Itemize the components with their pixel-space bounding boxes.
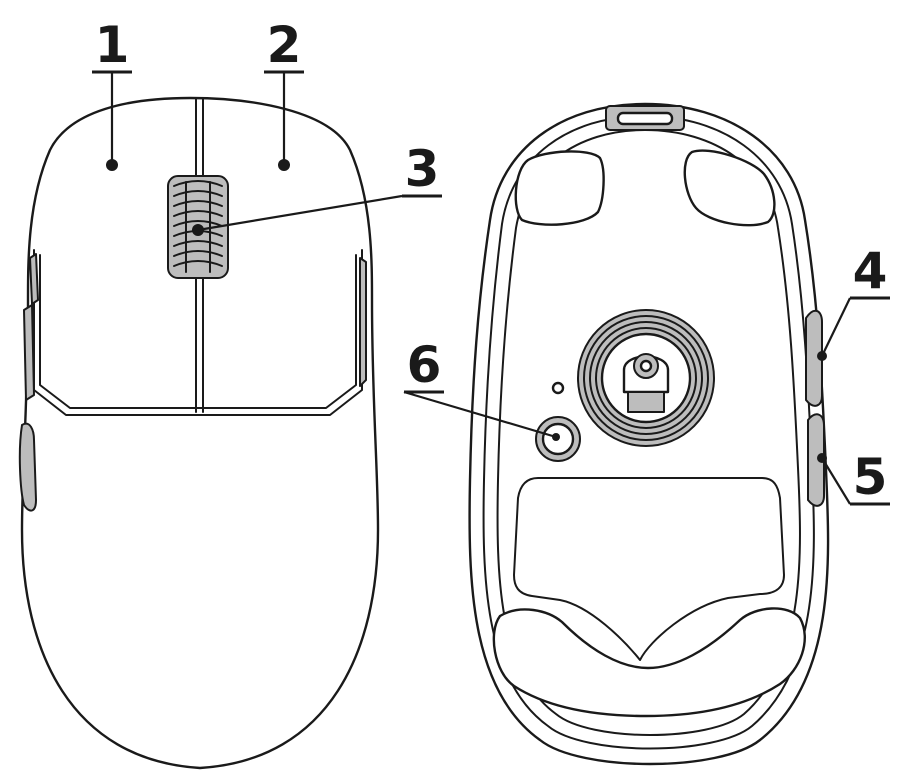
status-led [551, 381, 565, 395]
callout-5-label: 5 [853, 448, 888, 506]
side-button-forward [805, 309, 823, 407]
callout-1-label: 1 [95, 16, 130, 74]
callout-4: 4 [821, 242, 890, 357]
callout-6-leader [403, 390, 557, 439]
callout-2-label: 2 [267, 16, 302, 74]
callout-3: 3 [197, 140, 442, 232]
mouse-top-left-side-button [18, 422, 37, 512]
rear-center-pad [513, 477, 785, 661]
mouse-bottom-rim-inner [496, 129, 801, 736]
mouse-top-left-side-grip [23, 304, 35, 401]
callout-6-label: 6 [407, 336, 442, 394]
power-button-marker [552, 433, 560, 441]
mouse-top-button-area-inner [39, 254, 357, 409]
sensor [577, 309, 715, 447]
callout-6: 6 [403, 336, 557, 439]
callout-4-label: 4 [853, 242, 888, 300]
front-right-foot [683, 149, 776, 227]
callout-4-leader [821, 297, 851, 357]
callout-5-leader [821, 457, 851, 505]
mouse-top-view [18, 96, 380, 770]
rear-foot [492, 607, 806, 718]
sensor-base [627, 391, 665, 413]
callout-5: 5 [821, 448, 890, 506]
mouse-bottom-rim [482, 115, 815, 750]
dongle-slot-inner [616, 111, 674, 126]
front-left-foot [514, 150, 605, 226]
callout-3-label: 3 [405, 140, 440, 198]
side-button-back-marker [817, 453, 827, 463]
mouse-top-left-edge [29, 253, 39, 305]
callout-2: 2 [264, 16, 304, 165]
mouse-top-right-edge [359, 257, 367, 387]
side-button-forward-marker [817, 351, 827, 361]
mouse-bottom-view [468, 102, 830, 766]
callout-3-leader [197, 194, 403, 232]
callout-1: 1 [92, 16, 132, 165]
side-button-back [807, 413, 825, 507]
mouse-top-body [20, 96, 380, 770]
